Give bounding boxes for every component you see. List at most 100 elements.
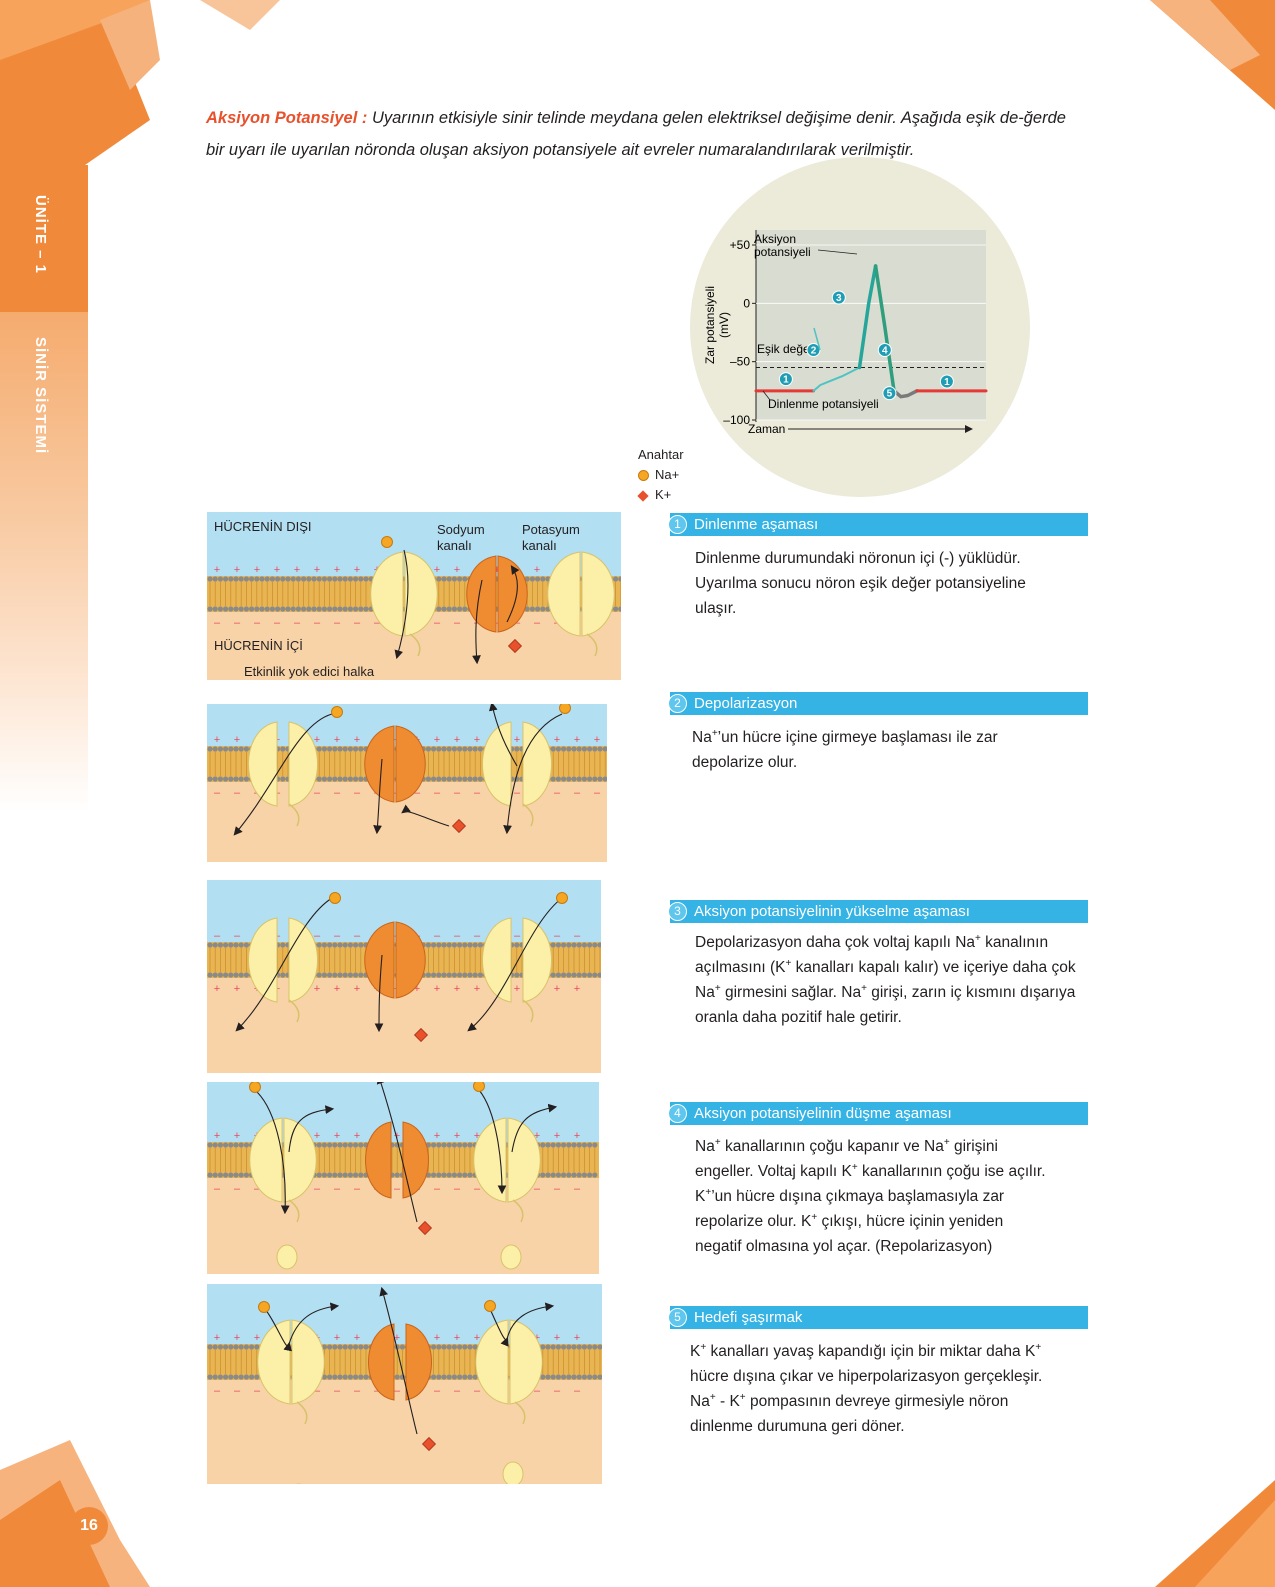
svg-text:–: – — [354, 1385, 361, 1397]
svg-text:+: + — [214, 734, 220, 746]
side-tab-chapter: SİNİR SİSTEMİ — [0, 312, 88, 812]
svg-text:+: + — [474, 983, 480, 995]
na-ion-icon — [638, 470, 649, 481]
svg-text:–: – — [214, 617, 221, 629]
chapter-label: SİNİR SİSTEMİ — [32, 337, 49, 454]
intro-term: Aksiyon Potansiyel : — [206, 109, 367, 127]
x-axis-arrowhead — [965, 425, 973, 433]
svg-text:–: – — [314, 617, 321, 629]
phase-marker-1: 1 — [779, 373, 792, 386]
step-number: 1 — [668, 515, 687, 534]
svg-text:–: – — [454, 1183, 461, 1195]
svg-text:+: + — [234, 734, 240, 746]
svg-text:–: – — [354, 1183, 361, 1195]
svg-text:–: – — [534, 1183, 541, 1195]
svg-text:+: + — [574, 983, 580, 995]
svg-text:+: + — [234, 564, 240, 576]
svg-text:–: – — [554, 1183, 561, 1195]
svg-text:+: + — [454, 1332, 460, 1344]
svg-text:–: – — [434, 1183, 441, 1195]
svg-text:4: 4 — [882, 346, 888, 357]
svg-text:–: – — [454, 787, 461, 799]
svg-text:–: – — [214, 1385, 221, 1397]
svg-text:–: – — [354, 617, 361, 629]
svg-text:1: 1 — [944, 377, 950, 388]
svg-text:+: + — [554, 983, 560, 995]
svg-text:–: – — [554, 1385, 561, 1397]
step-2-header: 2 Depolarizasyon — [670, 692, 1088, 715]
threshold-label: Eşik değer — [757, 342, 814, 356]
svg-text:–: – — [314, 930, 321, 942]
svg-text:+: + — [354, 734, 360, 746]
page-number: 16 — [70, 1507, 108, 1545]
svg-text:+: + — [554, 734, 560, 746]
svg-text:+: + — [574, 1130, 580, 1142]
na-ion — [259, 1302, 270, 1313]
svg-text:–: – — [434, 930, 441, 942]
membrane-diagram-2: +–+–+–+–+–+–+–+–+–+–+–+–+–+–+–+–+–+–+–+– — [207, 704, 607, 862]
svg-text:+: + — [334, 734, 340, 746]
step-number: 2 — [668, 694, 687, 713]
y-tick-label: +50 — [730, 238, 751, 252]
svg-text:+: + — [594, 734, 600, 746]
step-title: Hedefi şaşırmak — [694, 1306, 802, 1329]
na-ion — [382, 537, 393, 548]
corner-decoration-top-right — [1150, 0, 1275, 110]
svg-text:+: + — [534, 564, 540, 576]
svg-text:+: + — [334, 564, 340, 576]
svg-text:+: + — [514, 734, 520, 746]
svg-text:+: + — [454, 1130, 460, 1142]
step-1-body: Dinlenme durumundaki nöronun içi (-) yük… — [695, 546, 1120, 621]
svg-text:–: – — [234, 1385, 241, 1397]
svg-text:2: 2 — [811, 346, 817, 357]
svg-text:–: – — [354, 930, 361, 942]
potassium-channel-label-2: kanalı — [522, 538, 557, 553]
na-ion — [332, 707, 343, 718]
svg-text:+: + — [234, 983, 240, 995]
legend-k: K+ — [638, 485, 684, 505]
svg-text:–: – — [354, 787, 361, 799]
svg-text:+: + — [434, 1332, 440, 1344]
svg-text:–: – — [274, 617, 281, 629]
svg-text:–: – — [234, 787, 241, 799]
corner-decoration-bottom-right — [1155, 1480, 1275, 1587]
inactivation-gate-label: Etkinlik yok edici halka — [244, 664, 374, 679]
svg-text:–: – — [454, 1385, 461, 1397]
phase-marker-1: 1 — [940, 375, 953, 388]
phase-marker-3: 3 — [832, 291, 845, 304]
inactivation-gate — [501, 1245, 521, 1269]
side-tab-unit: ÜNİTE – 1 — [0, 165, 88, 312]
step-number: 3 — [668, 902, 687, 921]
svg-text:+: + — [354, 1332, 360, 1344]
svg-text:3: 3 — [836, 293, 842, 304]
svg-text:–: – — [334, 1183, 341, 1195]
svg-text:+: + — [254, 1332, 260, 1344]
svg-text:+: + — [334, 1130, 340, 1142]
step-title: Dinlenme aşaması — [694, 513, 818, 536]
svg-text:1: 1 — [783, 375, 789, 386]
svg-text:+: + — [454, 734, 460, 746]
sodium-channel-label-2: kanalı — [437, 538, 472, 553]
svg-text:–: – — [554, 787, 561, 799]
svg-text:–: – — [214, 1183, 221, 1195]
svg-text:–: – — [334, 930, 341, 942]
svg-text:–: – — [234, 1183, 241, 1195]
step-title: Aksiyon potansiyelinin düşme aşaması — [694, 1102, 952, 1125]
svg-text:+: + — [454, 983, 460, 995]
sodium-channel-label-1: Sodyum — [437, 522, 485, 537]
svg-text:+: + — [214, 1332, 220, 1344]
svg-text:–: – — [434, 787, 441, 799]
svg-text:+: + — [214, 983, 220, 995]
peak-label-1: Aksiyon — [754, 232, 796, 246]
phase-marker-5: 5 — [883, 387, 896, 400]
step-5-body: K+ kanalları yavaş kapandığı için bir mi… — [690, 1339, 1115, 1439]
svg-text:+: + — [314, 564, 320, 576]
svg-text:+: + — [234, 1332, 240, 1344]
svg-text:–: – — [394, 1385, 401, 1397]
step-title: Aksiyon potansiyelinin yükselme aşaması — [694, 900, 970, 923]
y-tick-label: –100 — [723, 413, 750, 427]
action-potential-chart: Zar potansiyeli (mV) Zaman +500–50–100 A… — [690, 210, 1030, 450]
svg-text:+: + — [434, 734, 440, 746]
svg-text:+: + — [314, 983, 320, 995]
legend-key: Anahtar Na+ K+ — [638, 445, 684, 505]
